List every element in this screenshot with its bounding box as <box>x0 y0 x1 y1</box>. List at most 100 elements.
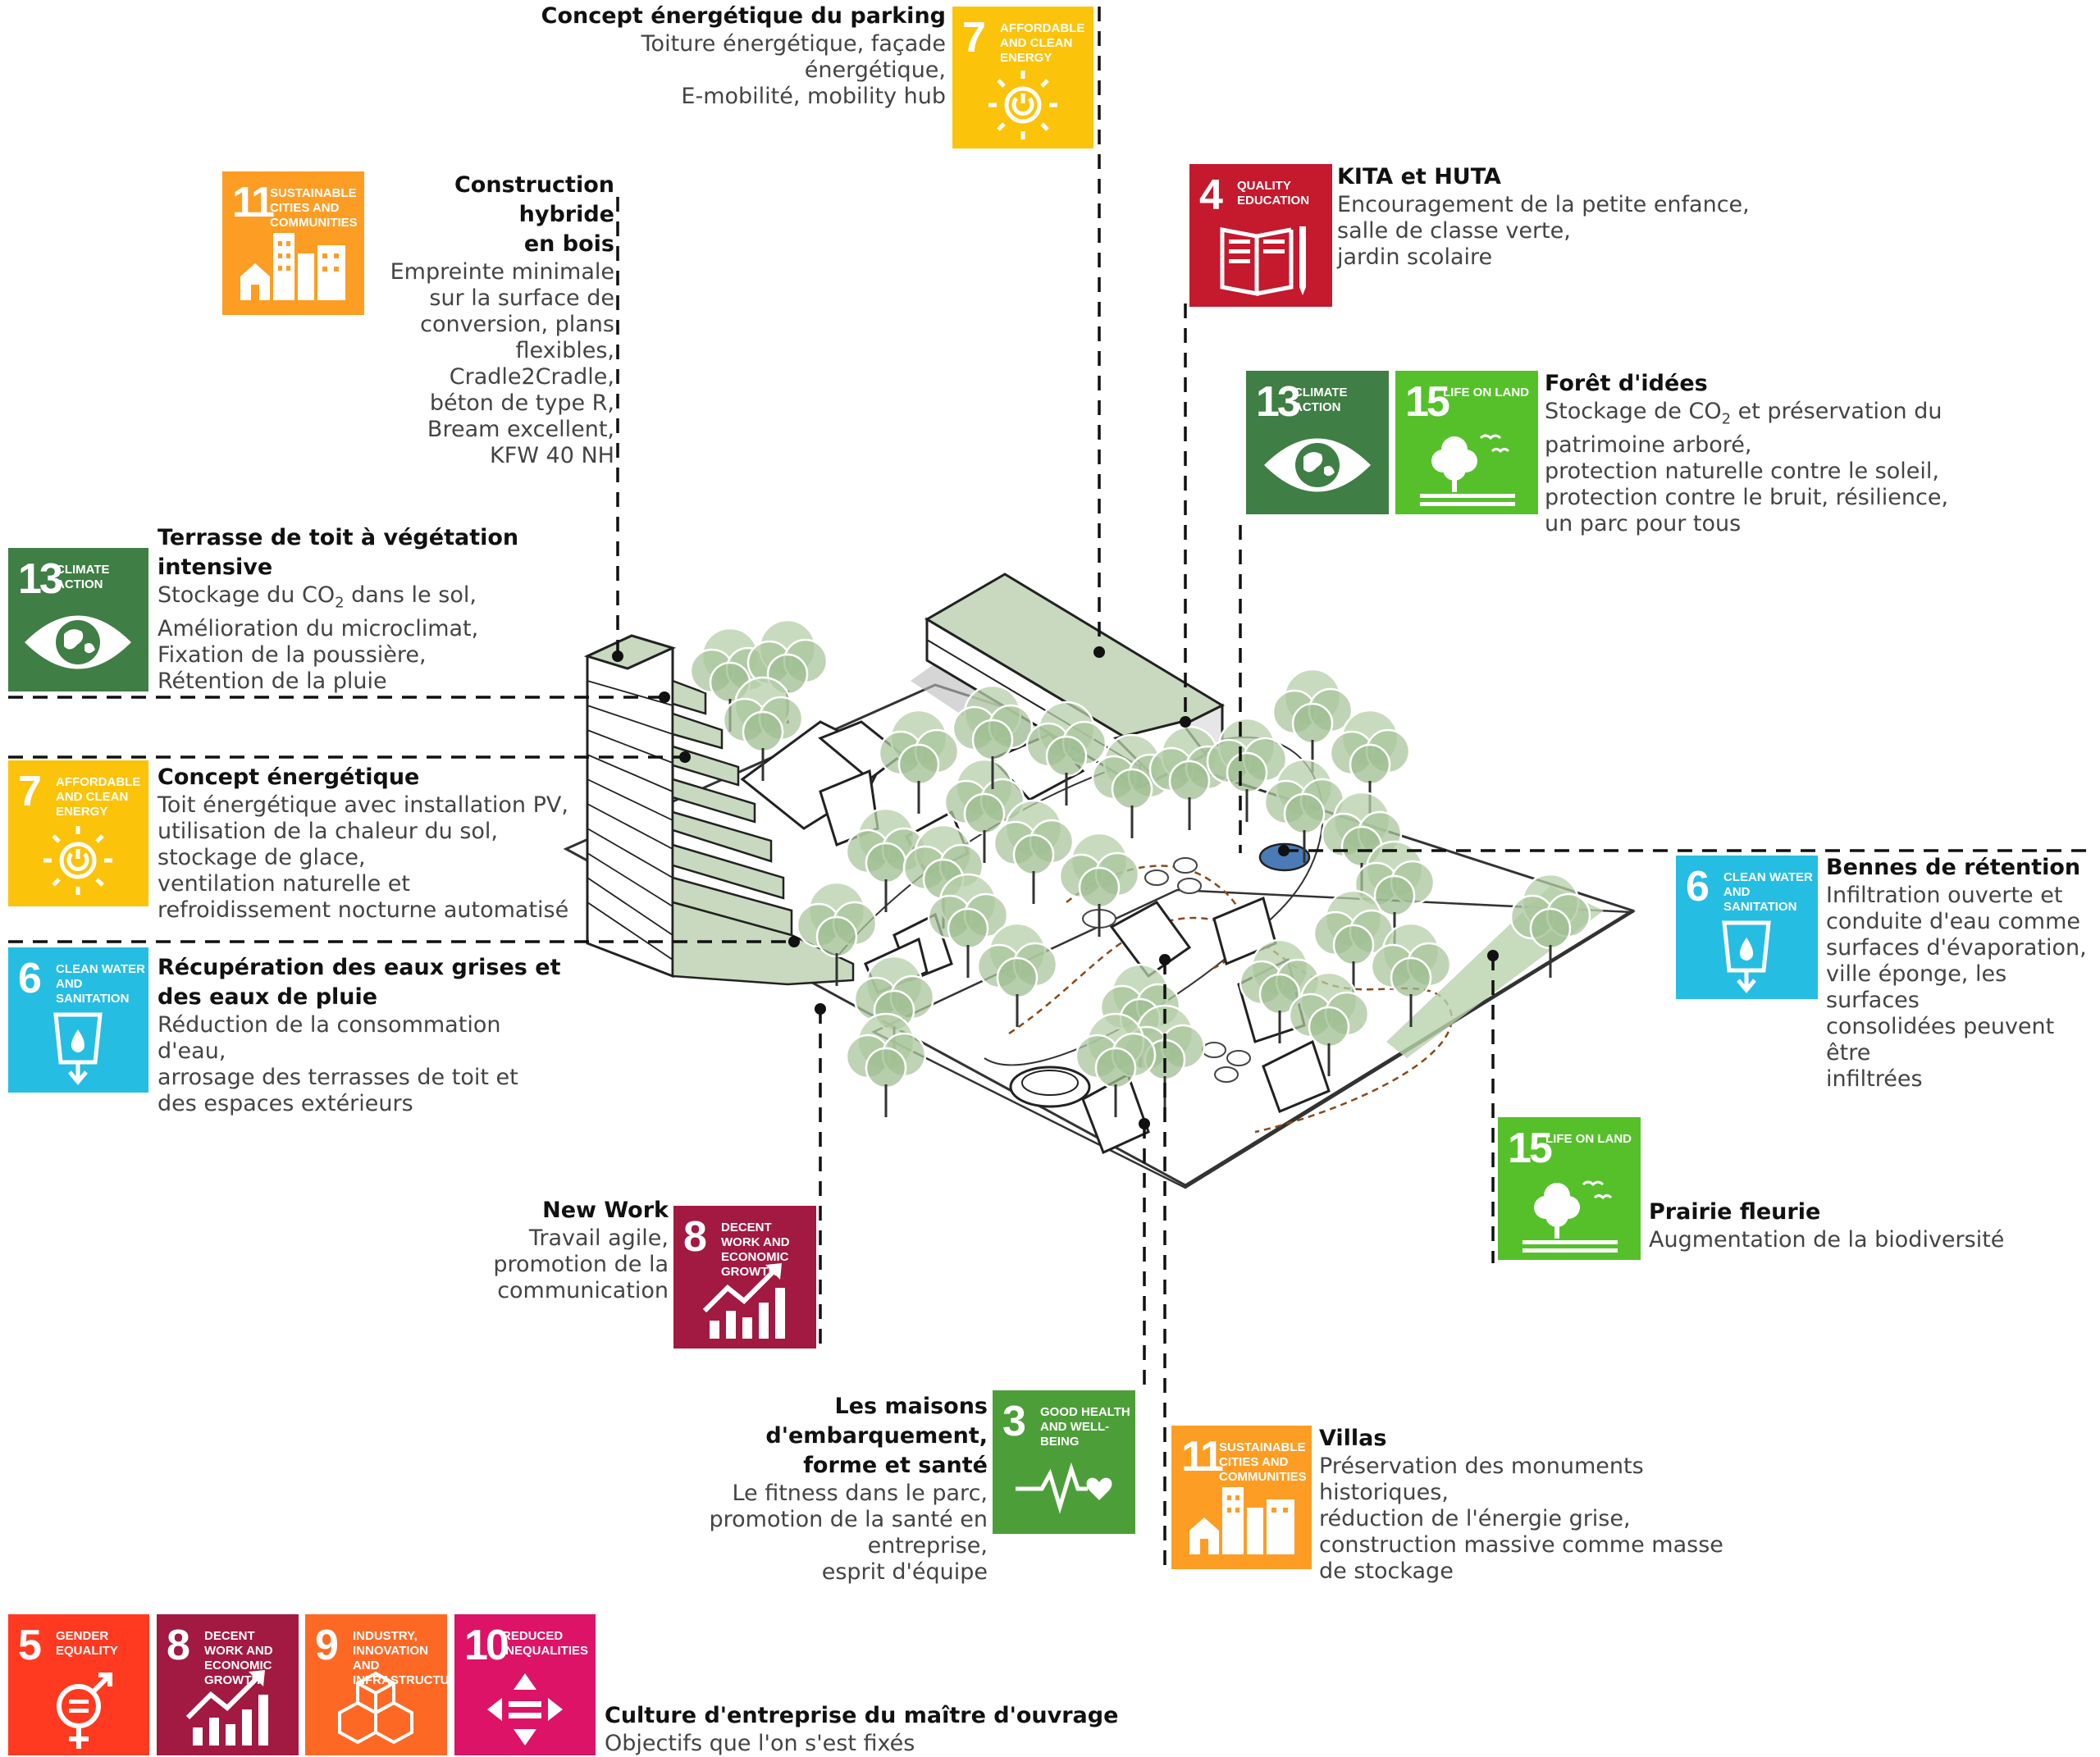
water-icon <box>1722 920 1771 993</box>
sdg-label: Life on land <box>1545 1132 1632 1146</box>
eye-globe-icon <box>25 615 131 669</box>
sdg-number: 10 <box>464 1622 509 1669</box>
annotation-hybride: Construction hybride en bois Empreinte m… <box>373 171 614 469</box>
sdg-label: Affordable and clean energy <box>56 775 141 819</box>
annotation-prairie: Prairie fleurie Augmentation de la biodi… <box>1649 1198 2092 1253</box>
annotation-desc: Stockage du CO2 dans le sol, Amélioratio… <box>158 582 617 695</box>
annotation-newwork: New Work Travail agile, promotion de la … <box>459 1196 669 1304</box>
annotation-parking: Concept énergétique du parking Toiture é… <box>525 2 946 110</box>
sdg-label: Clean water and sanitation <box>1723 870 1813 914</box>
stepping-stones <box>1082 857 1251 1083</box>
annotation-title: Forêt d'idées <box>1545 371 1708 396</box>
sdg-label: Life on land <box>1443 386 1529 399</box>
annotation-foret: Forêt d'idées Stockage de CO2 et préserv… <box>1545 369 2086 537</box>
annotation-desc: Encouragement de la petite enfance, sall… <box>1337 192 1750 270</box>
annotation-desc: Réduction de la consommation d'eau, arro… <box>158 1012 518 1116</box>
sdg-5-culture: 5 Gender equality <box>8 1614 149 1755</box>
sdg-number: 7 <box>18 768 42 815</box>
annotation-recup: Récupération des eaux grises et des eaux… <box>158 953 666 1117</box>
annotation-maisons: Les maisons d'embarquement, forme et san… <box>607 1392 988 1586</box>
annotation-title: KITA et HUTA <box>1337 164 1501 189</box>
annotation-title: Concept énergétique <box>158 764 420 790</box>
sdg-label: Sustainable cities and communities <box>1219 1440 1307 1484</box>
pavilion <box>1009 1066 1091 1108</box>
sdg-label: Clean water and sanitation <box>56 962 145 1006</box>
sdg-number: 5 <box>18 1622 42 1669</box>
annotation-title: Villas <box>1319 1426 1387 1451</box>
sdg-13-terrasse: 13 Climate action <box>8 548 148 691</box>
sdg-label: Climate action <box>56 563 110 591</box>
sdg-9-culture: 9 Industry, innovation and infrastructur… <box>305 1614 447 1755</box>
annotation-bennes: Bennes de rétention Infiltration ouverte… <box>1826 853 2097 1093</box>
annotation-desc: Travail agile, promotion de la communica… <box>493 1225 669 1303</box>
annotation-desc: Toiture énergétique, façade énergétique,… <box>641 31 946 109</box>
sdg-number: 11 <box>232 179 275 226</box>
desc-part: Stockage du CO <box>158 582 336 608</box>
sdg-number: 9 <box>315 1622 339 1669</box>
sdg-number: 8 <box>683 1213 707 1261</box>
book-icon <box>1220 226 1306 297</box>
sdg-number: 13 <box>1256 378 1301 426</box>
cubes-icon <box>338 1671 413 1745</box>
annotation-title: New Work <box>542 1198 669 1223</box>
city-icon <box>240 233 345 300</box>
sun-power-icon <box>988 71 1057 139</box>
sdg-7-parking: 7 Affordable and clean energy <box>952 7 1093 148</box>
annotation-villas: Villas Préservation des monuments histor… <box>1319 1424 1778 1585</box>
sdg-label: Decent work and economic growth <box>204 1629 273 1687</box>
annotation-title: Concept énergétique du parking <box>541 3 946 29</box>
sdg-label: Decent work and economic growth <box>721 1221 790 1279</box>
growth-chart-icon <box>702 1263 785 1339</box>
sdg-number: 6 <box>18 955 42 1002</box>
sdg-6-recup: 6 Clean water and sanitation <box>8 947 148 1093</box>
sdg-label: Reduced inequalities <box>502 1629 589 1658</box>
desc-subscript: 2 <box>335 594 345 612</box>
sdg-7-concept: 7 Affordable and clean energy <box>8 760 148 906</box>
sdg-number: 7 <box>962 14 986 62</box>
sdg-8-culture: 8 Decent work and economic growth <box>157 1614 299 1755</box>
sdg-number: 15 <box>1405 378 1450 426</box>
annotation-desc: Augmentation de la biodiversité <box>1649 1227 2005 1253</box>
annotation-culture: Culture d'entreprise du maître d'ouvrage… <box>605 1701 1343 1757</box>
sdg-15-prairie: 15 Life on land <box>1498 1117 1641 1260</box>
tree-birds-icon <box>1420 434 1515 506</box>
tower-building <box>583 634 855 986</box>
annotation-desc: Empreinte minimale sur la surface de con… <box>390 259 614 468</box>
sdg-number: 6 <box>1686 863 1710 910</box>
city-icon <box>1189 1487 1294 1554</box>
annotation-title: Culture d'entreprise du maître d'ouvrage <box>605 1703 1119 1728</box>
sdg-label: Good health and well-being <box>1040 1405 1130 1449</box>
water-icon <box>53 1012 103 1085</box>
sdg-number: 11 <box>1181 1433 1224 1481</box>
sdg-13-foret: 13 Climate action <box>1246 371 1389 514</box>
annotation-title: Terrasse de toit à végétation intensive <box>158 525 519 580</box>
desc-part: Stockage de CO <box>1545 399 1722 424</box>
sdg-label: Industry, innovation and infrastructure <box>353 1629 447 1687</box>
desc-part: et préservation du patrimoine arboré, pr… <box>1545 399 1949 537</box>
annotation-title: Construction hybride en bois <box>454 172 614 257</box>
annotation-desc: Objectifs que l'on s'est fixés <box>605 1731 915 1756</box>
sdg-label: Quality education <box>1237 179 1310 208</box>
leader-dots <box>612 646 1499 1130</box>
sdg-15-foret: 15 Life on land <box>1395 371 1538 514</box>
gender-icon <box>57 1673 112 1749</box>
annotation-desc: Stockage de CO2 et préservation du patri… <box>1545 399 2086 537</box>
sdg-label: Affordable and clean energy <box>1000 21 1085 65</box>
sdg-label: Climate action <box>1294 386 1348 414</box>
sdg-number: 8 <box>167 1622 190 1669</box>
desc-part: dans le sol, Amélioration du microclimat… <box>158 582 479 695</box>
sdg-label: Gender equality <box>56 1629 118 1658</box>
annotation-kita: KITA et HUTA Encouragement de la petite … <box>1337 162 1862 271</box>
annotation-concept: Concept énergétique Toit énergétique ave… <box>158 763 666 924</box>
sdg-8-newwork: 8 Decent work and economic growth <box>673 1206 816 1349</box>
annotation-title: Les maisons d'embarquement, forme et san… <box>765 1394 988 1478</box>
annotation-desc: Préservation des monuments historiques, … <box>1319 1454 1723 1584</box>
equal-arrows-icon <box>487 1673 563 1746</box>
annotation-title: Récupération des eaux grises et des eaux… <box>158 955 561 1010</box>
leader-lines <box>8 7 2092 1575</box>
tree-birds-icon <box>1522 1180 1618 1253</box>
growth-chart-icon <box>185 1670 268 1746</box>
annotation-terrasse: Terrasse de toit à végétation intensive … <box>158 523 617 695</box>
sdg-6-bennes: 6 Clean water and sanitation <box>1676 856 1818 999</box>
